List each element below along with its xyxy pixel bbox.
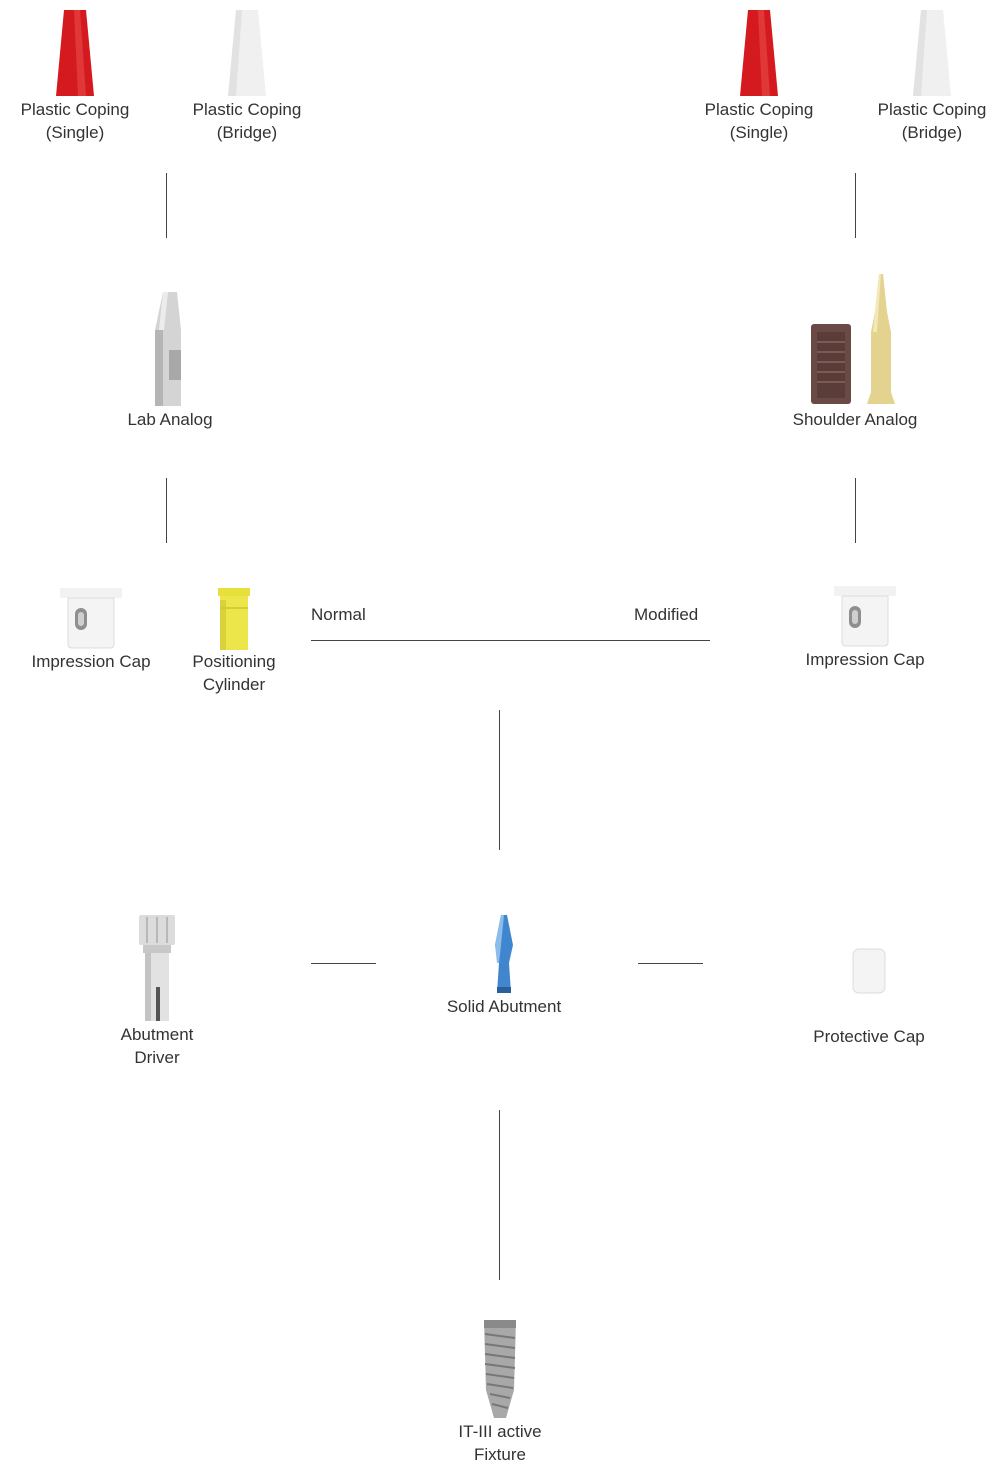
implant-fixture-icon (484, 1320, 516, 1418)
white-plastic-coping-icon (228, 10, 266, 96)
branch-line (311, 640, 710, 641)
impression-cap-left: Impression Cap (16, 588, 166, 673)
lab-analog-icon (155, 292, 181, 406)
coping-label: Plastic Coping (Bridge) (877, 100, 987, 142)
red-plastic-coping-icon (56, 10, 94, 96)
fixture-label: IT-III active Fixture (458, 1422, 542, 1464)
shoulder-analog-icon (811, 274, 895, 404)
white-plastic-coping-icon (913, 10, 951, 96)
abutment-driver: Abutment Driver (82, 915, 232, 1069)
protective-cap-label: Protective Cap (813, 1027, 925, 1046)
impression-cap-icon (60, 588, 122, 649)
impression-cap-right: Impression Cap (790, 586, 940, 671)
lab-analog: Lab Analog (95, 290, 245, 431)
positioning-cylinder: Positioning Cylinder (159, 588, 309, 696)
impression-cap-label: Impression Cap (31, 652, 151, 671)
impression-cap-icon (834, 586, 896, 647)
shoulder-analog: Shoulder Analog (780, 272, 930, 431)
positioning-cylinder-icon (218, 588, 250, 650)
impression-cap-label: Impression Cap (805, 650, 925, 669)
connector-line (499, 710, 500, 850)
connector-line (311, 963, 376, 964)
abutment-driver-icon (139, 915, 175, 1021)
solid-abutment-icon (495, 915, 513, 993)
connector-line (855, 478, 856, 543)
connector-line (855, 173, 856, 238)
lab-analog-label: Lab Analog (127, 410, 213, 429)
implant-fixture: IT-III active Fixture (425, 1320, 575, 1466)
positioning-cylinder-label: Positioning Cylinder (192, 652, 276, 694)
modified-label: Modified (634, 605, 699, 624)
connector-line (638, 963, 703, 964)
connector-line (499, 1110, 500, 1280)
protective-cap: Protective Cap (794, 948, 944, 1048)
plastic-coping-bridge-right: Plastic Coping (Bridge) (857, 10, 995, 144)
abutment-driver-label: Abutment Driver (120, 1025, 194, 1067)
connector-line (166, 478, 167, 543)
solid-abutment-label: Solid Abutment (446, 997, 562, 1016)
plastic-coping-single-left: Plastic Coping (Single) (0, 10, 150, 144)
coping-label: Plastic Coping (Single) (20, 100, 130, 142)
red-plastic-coping-icon (740, 10, 778, 96)
solid-abutment: Solid Abutment (429, 915, 579, 1018)
connector-line (166, 173, 167, 238)
protective-cap-icon (852, 948, 886, 994)
coping-label: Plastic Coping (Single) (704, 100, 814, 142)
coping-label: Plastic Coping (Bridge) (192, 100, 302, 142)
plastic-coping-single-right: Plastic Coping (Single) (684, 10, 834, 144)
shoulder-analog-label: Shoulder Analog (792, 410, 918, 429)
normal-label: Normal (311, 605, 366, 624)
plastic-coping-bridge-left: Plastic Coping (Bridge) (172, 10, 322, 144)
